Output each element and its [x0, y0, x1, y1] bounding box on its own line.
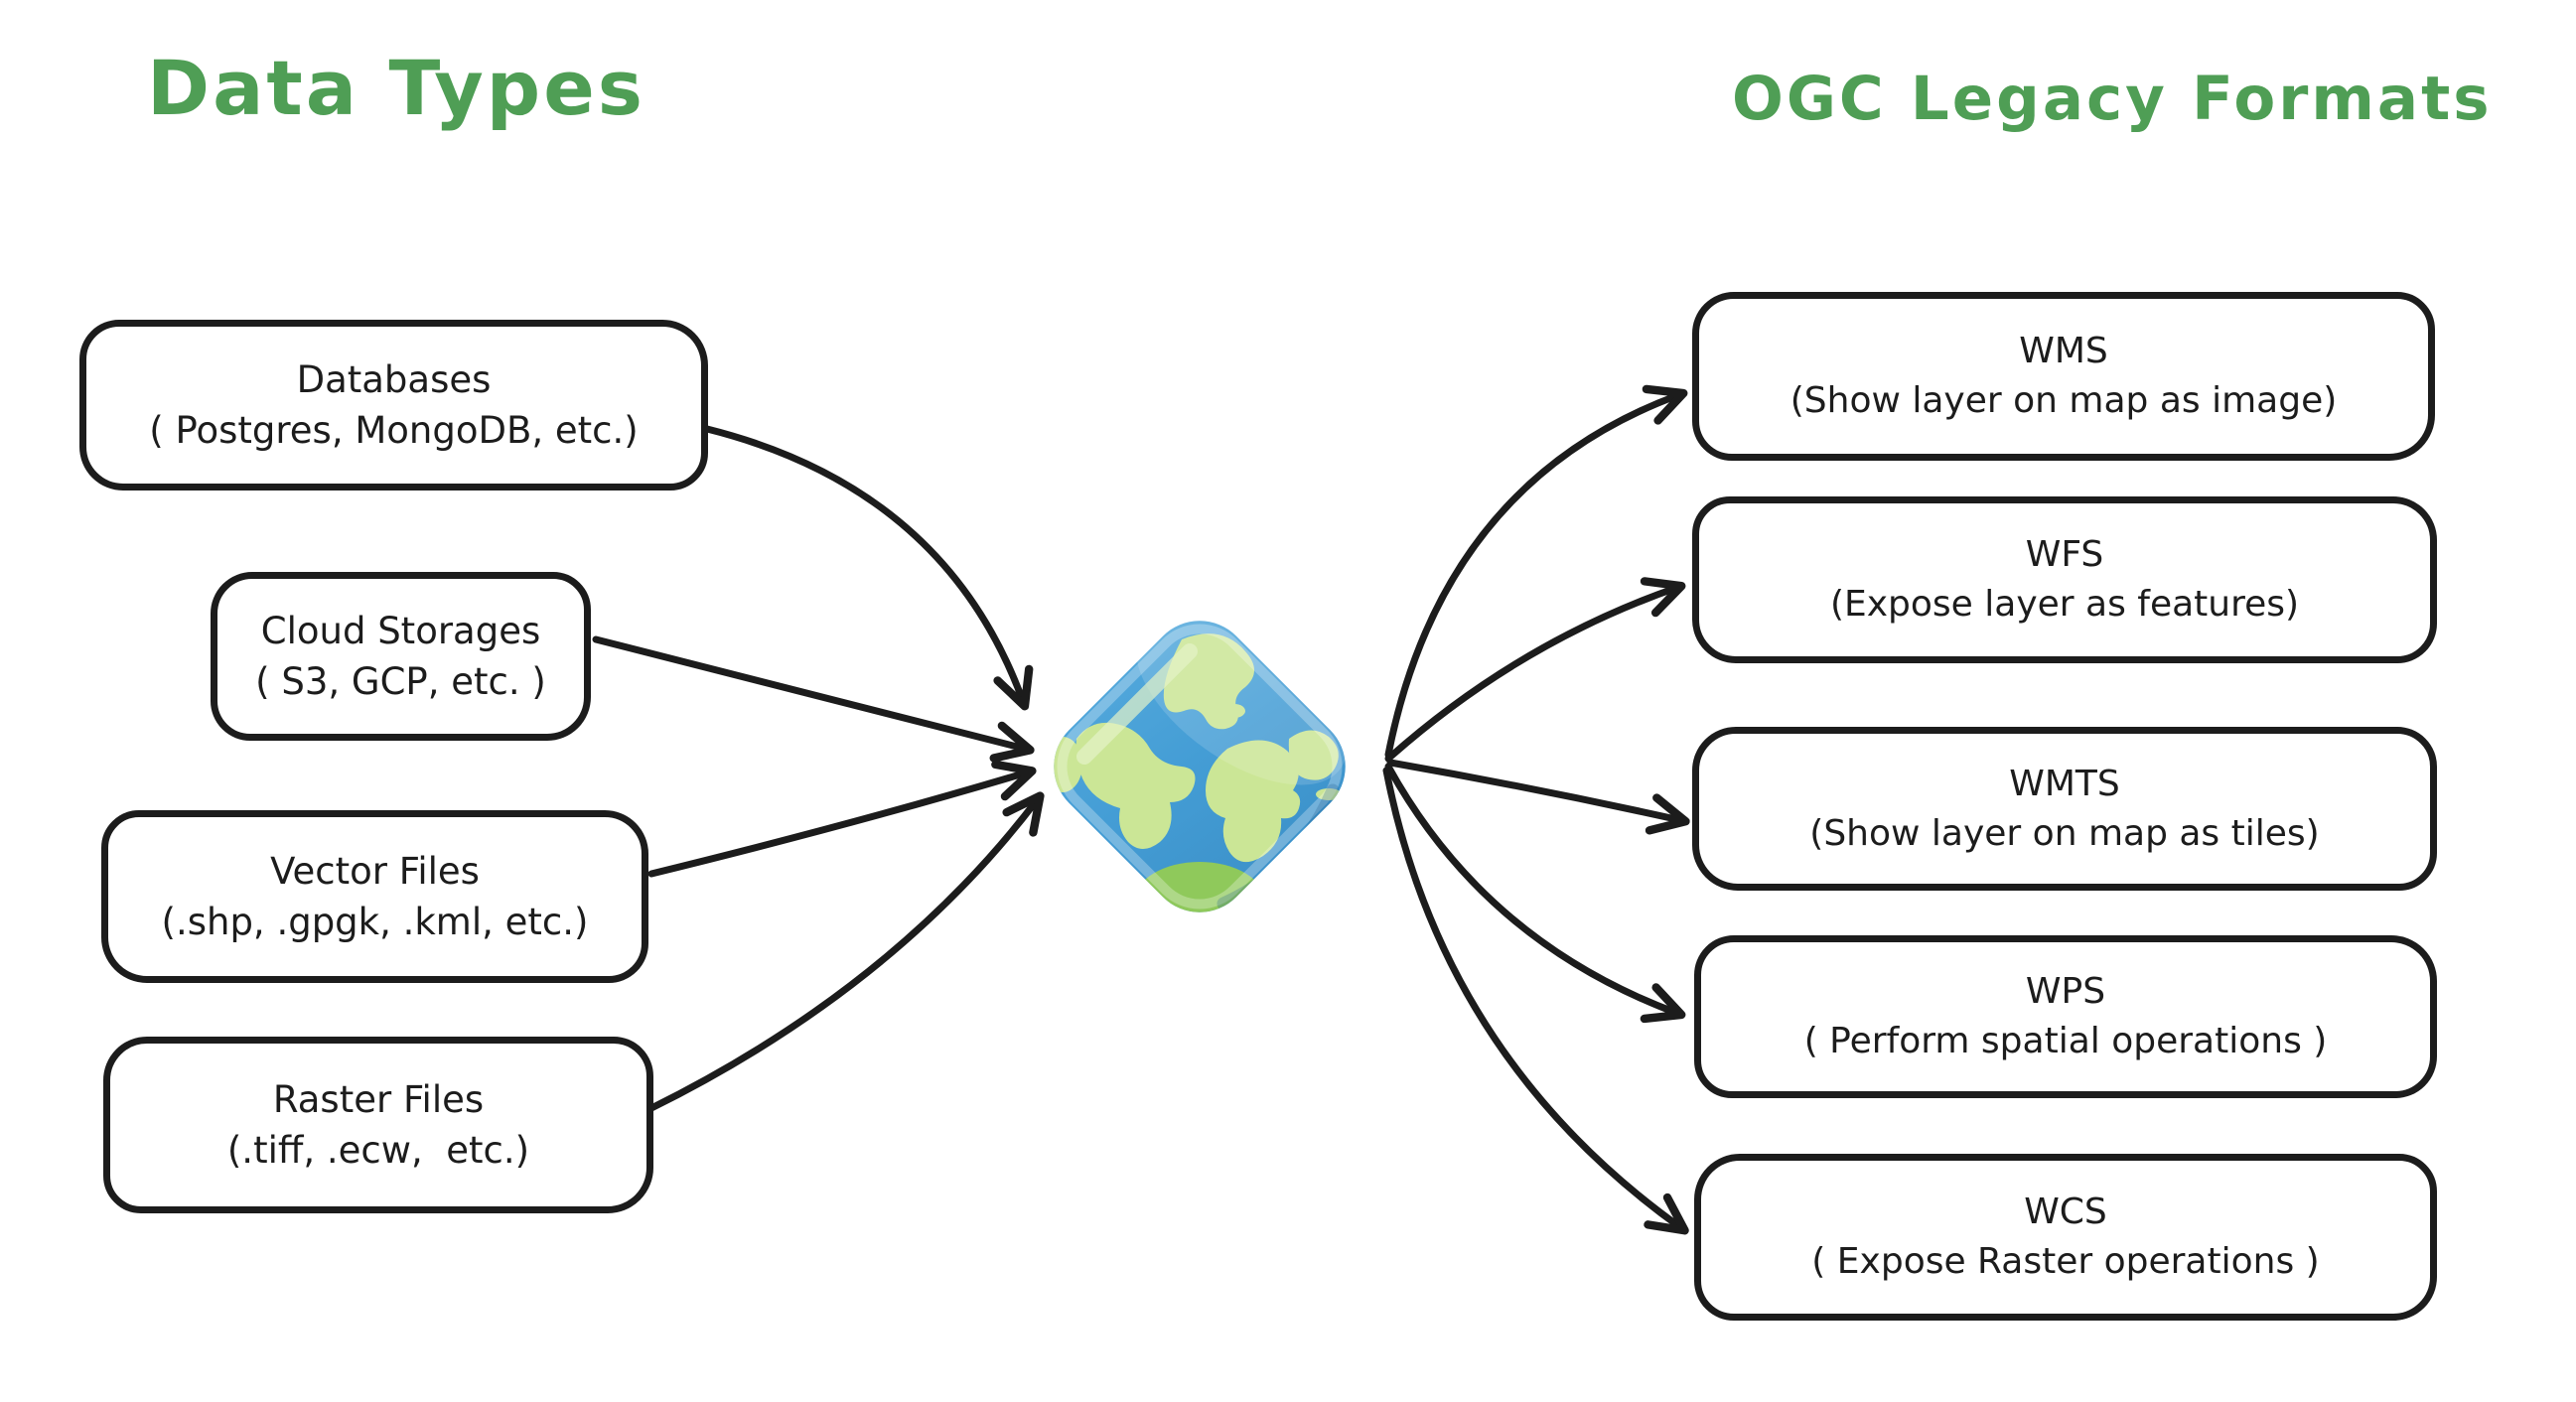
page-title-ogc-formats: OGC Legacy Formats	[1732, 64, 2493, 134]
output-node-wfs: WFS (Expose layer as features)	[1692, 496, 2437, 663]
node-title: Vector Files	[270, 849, 480, 893]
node-title: WMS	[2019, 331, 2108, 372]
node-subtitle: ( Expose Raster operations )	[1811, 1241, 2320, 1282]
output-node-wcs: WCS ( Expose Raster operations )	[1694, 1154, 2437, 1321]
node-subtitle: (Show layer on map as tiles)	[1809, 812, 2320, 854]
arrow-globe-to-wms	[1384, 384, 1688, 759]
node-subtitle: (Expose layer as features)	[1829, 584, 2300, 625]
node-title: WMTS	[2009, 763, 2120, 804]
arrow-databases-to-globe	[703, 425, 1034, 711]
arrow-globe-to-wfs	[1384, 577, 1686, 763]
node-subtitle: ( Perform spatial operations )	[1803, 1021, 2328, 1061]
arrow-vector-to-globe	[647, 760, 1037, 878]
node-title: WCS	[2024, 1192, 2107, 1233]
arrow-cloud-to-globe	[592, 635, 1035, 763]
source-node-vector-files: Vector Files (.shp, .gpgk, .kml, etc.)	[101, 810, 648, 983]
page-title-data-types: Data Types	[147, 44, 645, 132]
output-node-wmts: WMTS (Show layer on map as tiles)	[1692, 727, 2437, 891]
source-node-databases: Databases ( Postgres, MongoDB, etc.)	[79, 320, 708, 491]
arrow-raster-to-globe	[647, 791, 1045, 1112]
node-title: Raster Files	[272, 1077, 485, 1121]
node-subtitle: (.shp, .gpgk, .kml, etc.)	[161, 901, 589, 943]
node-title: Cloud Storages	[260, 609, 541, 652]
node-subtitle: (.tiff, .ecw, etc.)	[226, 1129, 530, 1172]
node-title: Databases	[296, 357, 492, 401]
node-title: WPS	[2025, 971, 2106, 1013]
arrow-globe-to-wcs	[1382, 767, 1689, 1235]
arrow-globe-to-wmts	[1386, 759, 1690, 835]
node-title: WFS	[2025, 534, 2104, 576]
node-subtitle: (Show layer on map as image)	[1789, 380, 2338, 421]
globe-diamond-icon	[1033, 600, 1366, 934]
output-node-wms: WMS (Show layer on map as image)	[1692, 292, 2435, 461]
source-node-raster-files: Raster Files (.tiff, .ecw, etc.)	[103, 1037, 653, 1213]
node-subtitle: ( Postgres, MongoDB, etc.)	[149, 409, 639, 452]
output-node-wps: WPS ( Perform spatial operations )	[1694, 935, 2437, 1098]
node-subtitle: ( S3, GCP, etc. )	[255, 660, 546, 703]
source-node-cloud-storages: Cloud Storages ( S3, GCP, etc. )	[211, 572, 591, 741]
arrow-globe-to-wps	[1384, 763, 1686, 1024]
